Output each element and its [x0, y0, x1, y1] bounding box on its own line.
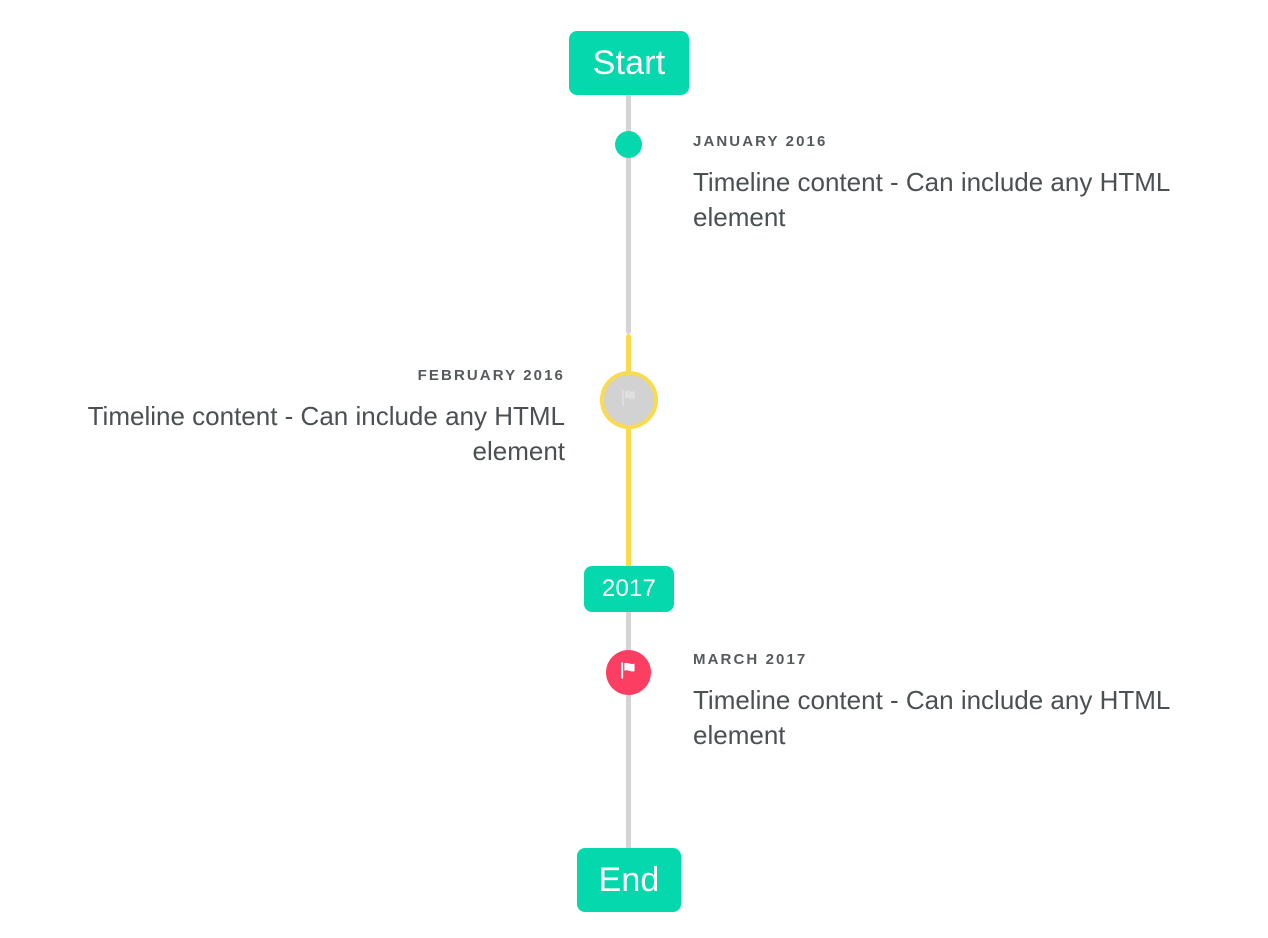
timeline-spine-segment-top	[626, 94, 631, 334]
timeline-marker-march-2017[interactable]	[606, 650, 651, 695]
timeline-entry-january-2016: JANUARY 2016 Timeline content - Can incl…	[693, 133, 1223, 236]
timeline-entry-date: FEBRUARY 2016	[417, 367, 565, 384]
timeline-entry-body: Timeline content - Can include any HTML …	[693, 166, 1170, 233]
timeline-entry-date: MARCH 2017	[693, 651, 808, 668]
timeline-spine-segment-highlighted	[626, 334, 631, 568]
timeline-start-badge[interactable]: Start	[569, 31, 689, 95]
timeline-entry-date: JANUARY 2016	[693, 133, 828, 150]
timeline-end-badge[interactable]: End	[577, 848, 681, 912]
timeline-entry-february-2016: FEBRUARY 2016 Timeline content - Can inc…	[35, 367, 565, 470]
flag-icon	[618, 387, 640, 414]
timeline-entry-body: Timeline content - Can include any HTML …	[87, 400, 565, 467]
timeline-marker-february-2016[interactable]	[600, 371, 658, 429]
timeline-spine-segment-bottom	[626, 611, 631, 850]
timeline-year-badge-2017[interactable]: 2017	[584, 566, 674, 612]
timeline-marker-january-2016[interactable]	[615, 131, 642, 158]
flag-icon	[617, 659, 640, 687]
timeline-entry-march-2017: MARCH 2017 Timeline content - Can includ…	[693, 651, 1223, 754]
timeline-entry-body: Timeline content - Can include any HTML …	[693, 684, 1170, 751]
